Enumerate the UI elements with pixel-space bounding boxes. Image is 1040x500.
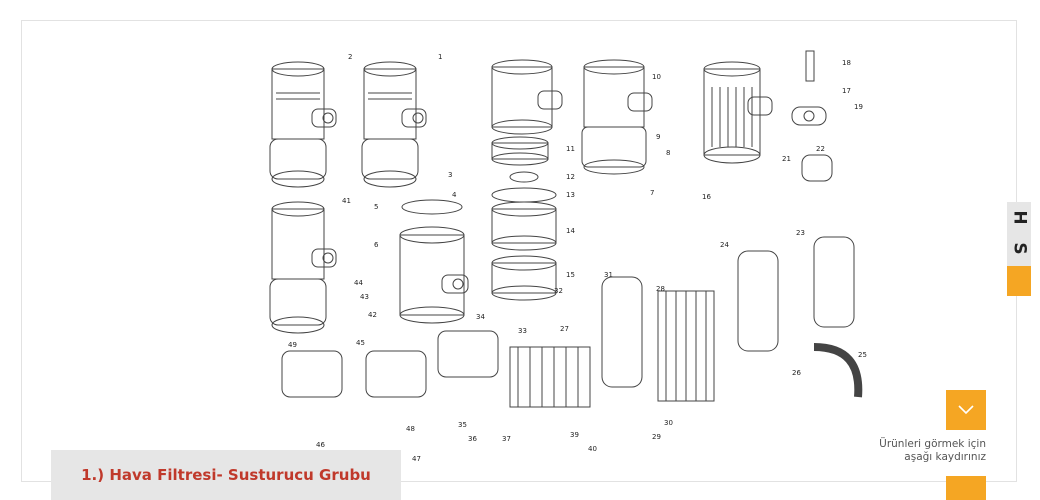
callout-label: 10	[652, 73, 661, 81]
callout-label: 6	[374, 241, 379, 249]
callout-label: 7	[650, 189, 654, 197]
air-filter-part	[581, 59, 653, 175]
scroll-hint-line: Ürünleri görmek için	[879, 438, 986, 450]
callout-label: 22	[816, 145, 825, 153]
callout-label: 28	[656, 285, 665, 293]
callout-label: 44	[354, 279, 363, 287]
scroll-hint-line: aşağı kaydırınız	[904, 451, 986, 463]
callout-label: 27	[560, 325, 569, 333]
callout-label: 34	[476, 313, 485, 321]
callout-label: 26	[792, 369, 801, 377]
callout-label: 32	[554, 287, 563, 295]
exhaust-pipe-part	[813, 343, 863, 398]
callout-label: 3	[448, 171, 452, 179]
air-filter-part	[269, 201, 337, 334]
brand-accent-bar	[1007, 266, 1031, 296]
scroll-button-secondary[interactable]	[946, 476, 986, 500]
muffler-part	[281, 236, 855, 398]
callout-label: 41	[342, 197, 351, 205]
callout-label: 30	[664, 419, 673, 427]
callout-label: 5	[374, 203, 378, 211]
callout-label: 18	[842, 59, 851, 67]
callout-label: 11	[566, 145, 575, 153]
callout-label: 13	[566, 191, 575, 199]
section-title: 1.) Hava Filtresi- Susturucu Grubu	[81, 466, 371, 484]
callout-label: 48	[406, 425, 415, 433]
callout-label: 2	[348, 53, 352, 61]
scroll-hint: Ürünleri görmek için aşağı kaydırınız	[879, 438, 986, 464]
callout-label: 40	[588, 445, 597, 453]
mesh-block-part	[509, 290, 715, 408]
callout-label: 46	[316, 441, 325, 449]
callout-label: 8	[666, 149, 670, 157]
callout-label: 33	[518, 327, 527, 335]
callout-label: 36	[468, 435, 477, 443]
callout-label: 9	[656, 133, 660, 141]
callout-label: 47	[412, 455, 421, 463]
callout-label: 31	[604, 271, 613, 279]
air-filter-part	[399, 199, 469, 324]
callout-label: 12	[566, 173, 575, 181]
callout-label: 42	[368, 311, 377, 319]
callout-label: 19	[854, 103, 863, 111]
air-filter-part	[703, 61, 773, 164]
callout-label: 16	[702, 193, 711, 201]
callout-label: 39	[570, 431, 579, 439]
brand-tab[interactable]: H S P	[1007, 202, 1031, 296]
callout-label: 17	[842, 87, 851, 95]
callout-label: 49	[288, 341, 297, 349]
callout-label: 1	[438, 53, 442, 61]
callout-label: 15	[566, 271, 575, 279]
callout-label: 23	[796, 229, 805, 237]
exploded-parts-diagram: 2 1 3 4 5 6 7 8 9 10 11 12 13 14 15 16 1…	[269, 50, 867, 463]
product-image-frame: 2 1 3 4 5 6 7 8 9 10 11 12 13 14 15 16 1…	[21, 20, 1017, 482]
callout-label: 37	[502, 435, 511, 443]
callout-label: 14	[566, 227, 575, 235]
callout-label: 25	[858, 351, 867, 359]
callout-label: 24	[720, 241, 729, 249]
air-filter-part	[361, 61, 427, 188]
callout-label: 45	[356, 339, 365, 347]
callout-label: 21	[782, 155, 791, 163]
inlet-fitting-part	[791, 50, 833, 182]
callout-label: 43	[360, 293, 369, 301]
brand-letter: H	[1009, 210, 1030, 225]
air-filter-part	[269, 61, 337, 188]
filter-element-stack	[491, 59, 563, 301]
brand-letter: S	[1009, 242, 1030, 256]
section-caption: 1.) Hava Filtresi- Susturucu Grubu	[51, 450, 401, 500]
callout-label: 4	[452, 191, 457, 199]
scroll-down-button[interactable]	[946, 390, 986, 430]
callout-label: 29	[652, 433, 661, 441]
callout-label: 35	[458, 421, 467, 429]
callout-numbers: 2 1 3 4 5 6 7 8 9 10 11 12 13 14 15 16 1…	[288, 53, 867, 463]
chevron-down-icon	[958, 405, 974, 415]
